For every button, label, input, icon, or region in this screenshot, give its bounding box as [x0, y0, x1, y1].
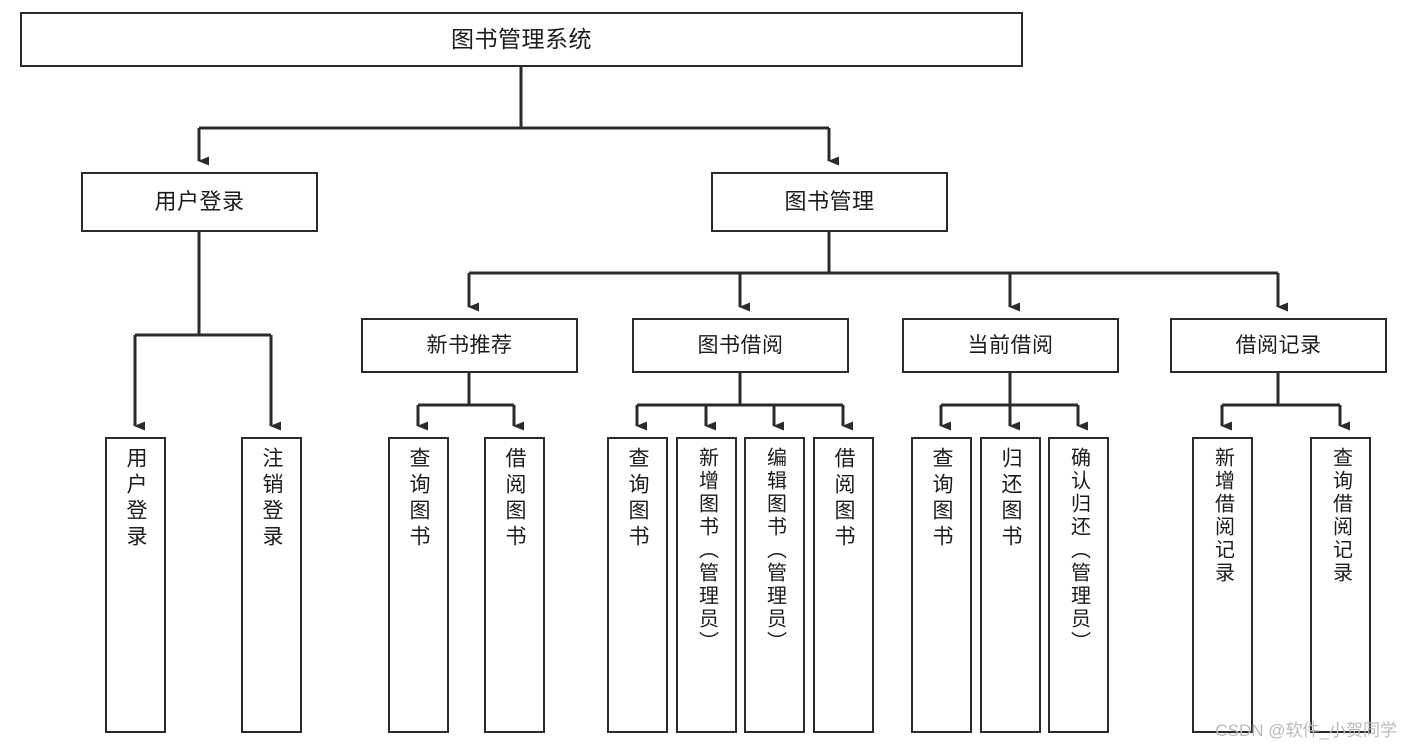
node-current-borrow-label: 当前借阅 — [967, 333, 1054, 357]
node-borrow-record[interactable]: 借阅记录 — [1170, 318, 1387, 373]
node-new-book-recommend[interactable]: 新书推荐 — [361, 318, 578, 373]
leaf-query-borrow-record[interactable]: 查询借阅记录 — [1310, 437, 1371, 733]
leaf-query-book-recommend[interactable]: 查询图书 — [388, 437, 449, 733]
leaf-user-login[interactable]: 用户登录 — [105, 437, 166, 733]
leaf-edit-book-admin-label: 编辑图书（管理员） — [763, 447, 786, 654]
leaf-add-book-admin-label: 新增图书（管理员） — [695, 447, 718, 654]
leaf-query-book-current-label: 查询图书 — [930, 447, 953, 551]
leaf-query-book-borrow[interactable]: 查询图书 — [607, 437, 668, 733]
leaf-confirm-return-admin[interactable]: 确认归还（管理员） — [1048, 437, 1109, 733]
leaf-return-book-label: 归还图书 — [999, 447, 1022, 551]
node-new-book-recommend-label: 新书推荐 — [426, 333, 513, 357]
leaf-user-logout[interactable]: 注销登录 — [241, 437, 302, 733]
node-book-management[interactable]: 图书管理 — [711, 172, 948, 232]
leaf-add-borrow-record-label: 新增借阅记录 — [1211, 447, 1234, 585]
leaf-borrow-book-recommend-label: 借阅图书 — [503, 447, 526, 551]
csdn-watermark: CSDN @软件_小贺同学 — [1215, 721, 1397, 740]
node-book-management-label: 图书管理 — [784, 188, 875, 214]
leaf-return-book[interactable]: 归还图书 — [980, 437, 1041, 733]
node-book-borrow-label: 图书借阅 — [697, 333, 784, 357]
node-user-login[interactable]: 用户登录 — [81, 172, 318, 232]
node-book-borrow[interactable]: 图书借阅 — [632, 318, 849, 373]
leaf-add-borrow-record[interactable]: 新增借阅记录 — [1192, 437, 1253, 733]
node-root[interactable]: 图书管理系统 — [20, 12, 1023, 67]
leaf-add-book-admin[interactable]: 新增图书（管理员） — [676, 437, 737, 733]
node-current-borrow[interactable]: 当前借阅 — [902, 318, 1119, 373]
leaf-borrow-book-label: 借阅图书 — [832, 447, 855, 551]
leaf-borrow-book-recommend[interactable]: 借阅图书 — [484, 437, 545, 733]
node-root-label: 图书管理系统 — [451, 25, 592, 52]
leaf-query-book-current[interactable]: 查询图书 — [911, 437, 972, 733]
node-user-login-label: 用户登录 — [154, 188, 245, 214]
leaf-query-borrow-record-label: 查询借阅记录 — [1329, 447, 1352, 585]
leaf-user-login-label: 用户登录 — [124, 447, 147, 551]
leaf-query-book-recommend-label: 查询图书 — [407, 447, 430, 551]
leaf-user-logout-label: 注销登录 — [260, 447, 283, 551]
node-borrow-record-label: 借阅记录 — [1235, 333, 1322, 357]
leaf-borrow-book[interactable]: 借阅图书 — [813, 437, 874, 733]
leaf-edit-book-admin[interactable]: 编辑图书（管理员） — [744, 437, 805, 733]
leaf-confirm-return-admin-label: 确认归还（管理员） — [1067, 447, 1090, 654]
leaf-query-book-borrow-label: 查询图书 — [626, 447, 649, 551]
